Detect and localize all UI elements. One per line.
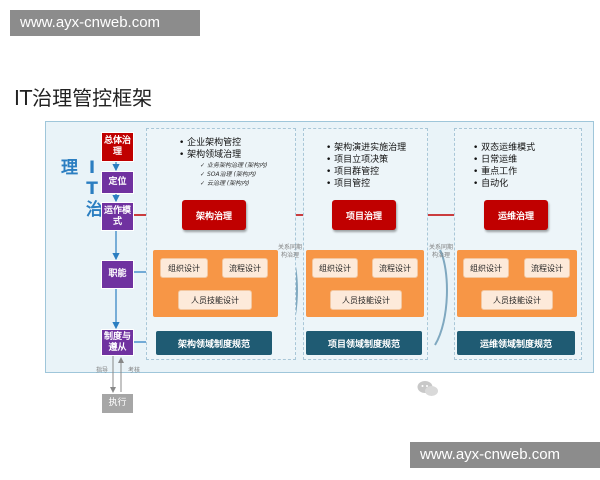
bullet-item: 架构演进实施治理 xyxy=(326,142,426,154)
operations-governance-box: 运维治理 xyxy=(484,200,548,230)
bullet-item: 架构领域治理 xyxy=(179,149,294,161)
org-design-pill: 组织设计 xyxy=(463,258,509,278)
bullet-item: 日常运维 xyxy=(473,154,578,166)
it-governance-title: IT治理 xyxy=(57,158,102,218)
bullet-item: 项目管控 xyxy=(326,178,426,190)
architecture-bullets: 企业架构管控 架构领域治理 xyxy=(179,137,294,161)
process-design-pill: 流程设计 xyxy=(524,258,570,278)
sub-item: 业务架构治理 (架构内) xyxy=(200,161,295,170)
skills-design-pill: 人员技能设计 xyxy=(330,290,402,310)
policy-compliance-box: 制度与遵从 xyxy=(101,329,134,356)
positioning-box: 定位 xyxy=(101,171,134,194)
process-design-pill: 流程设计 xyxy=(372,258,418,278)
bullet-item: 项目立项决策 xyxy=(326,154,426,166)
org-design-pill: 组织设计 xyxy=(160,258,208,278)
page-title: IT治理管控框架 xyxy=(14,86,153,110)
sub-item: SOA治理 (架构内) xyxy=(200,170,295,179)
skills-design-pill: 人员技能设计 xyxy=(178,290,252,310)
bullet-item: 双态运维模式 xyxy=(473,142,578,154)
wechat-icon xyxy=(417,380,439,402)
bullet-item: 企业架构管控 xyxy=(179,137,294,149)
bullet-item: 自动化 xyxy=(473,178,578,190)
overall-governance-box: 总体治理 xyxy=(101,132,134,162)
project-bullets: 架构演进实施治理 项目立项决策 项目群管控 项目管控 xyxy=(326,142,426,190)
architecture-policy-box: 架构领域制度规范 xyxy=(156,331,272,355)
assess-label: 考核 xyxy=(127,367,140,374)
connector-note-1: 关系同期构治理 xyxy=(277,244,302,259)
project-policy-box: 项目领域制度规范 xyxy=(306,331,422,355)
architecture-governance-box: 架构治理 xyxy=(182,200,246,230)
project-governance-box: 项目治理 xyxy=(332,200,396,230)
watermark-bottom: www.ayx-cnweb.com xyxy=(410,442,600,468)
operations-bullets: 双态运维模式 日常运维 重点工作 自动化 xyxy=(473,142,578,190)
watermark-top: www.ayx-cnweb.com xyxy=(10,10,200,36)
process-design-pill: 流程设计 xyxy=(222,258,268,278)
org-design-pill: 组织设计 xyxy=(312,258,358,278)
execution-box: 执行 xyxy=(101,393,134,414)
functions-box: 职能 xyxy=(101,260,134,289)
operations-policy-box: 运维领域制度规范 xyxy=(457,331,575,355)
skills-design-pill: 人员技能设计 xyxy=(481,290,553,310)
architecture-subitems: 业务架构治理 (架构内) SOA治理 (架构内) 云治理 (架构内) xyxy=(200,161,295,188)
operating-model-box: 运作模式 xyxy=(101,202,134,231)
guide-label: 指导 xyxy=(95,367,108,374)
sub-item: 云治理 (架构内) xyxy=(200,179,295,188)
bullet-item: 重点工作 xyxy=(473,166,578,178)
bullet-item: 项目群管控 xyxy=(326,166,426,178)
connector-note-2: 关系同期构治理 xyxy=(428,244,453,259)
